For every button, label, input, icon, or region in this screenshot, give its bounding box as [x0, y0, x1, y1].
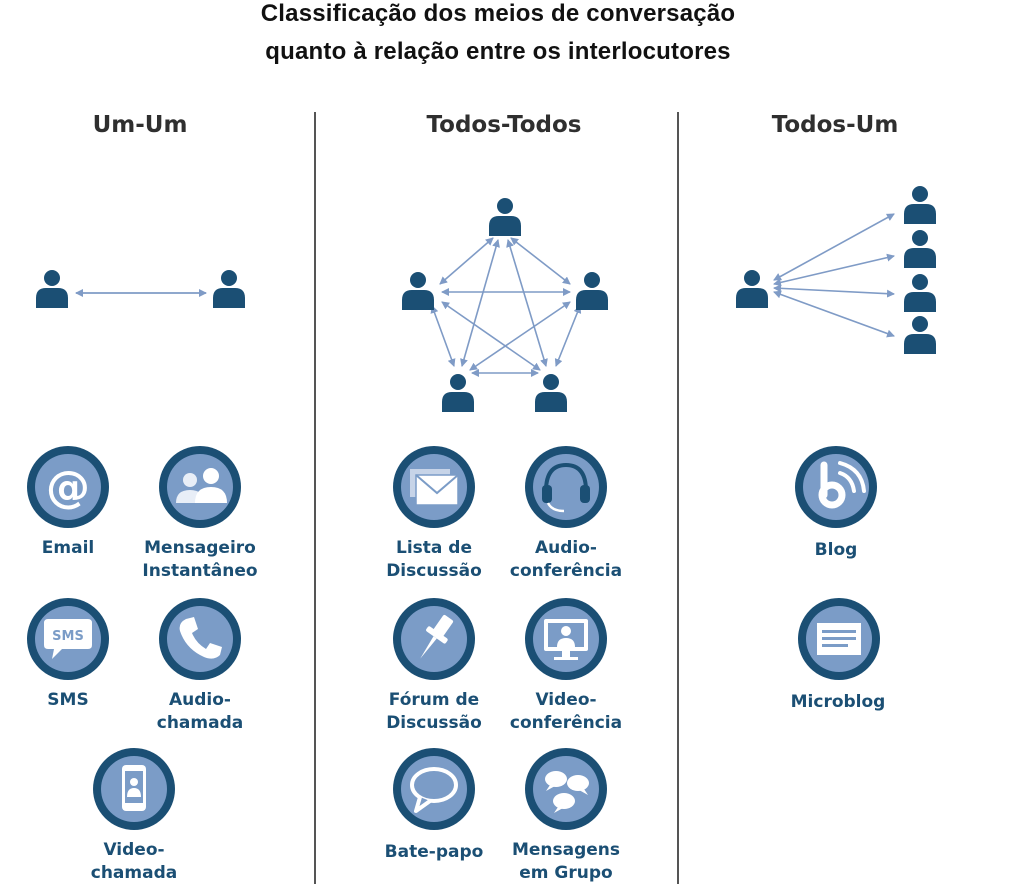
- users-icon: [156, 443, 244, 531]
- label-sms: SMS: [47, 690, 89, 710]
- at-sign-icon: @: [24, 443, 112, 531]
- envelope-icon: [390, 443, 478, 531]
- headset-icon: [522, 443, 610, 531]
- label-audio-conferencia: Audio- conferência: [509, 538, 623, 581]
- person-icon: [736, 270, 768, 308]
- person-icon: [904, 316, 936, 354]
- diagram-title-line-2: quanto à relação entre os interlocutores: [265, 38, 731, 65]
- label-video-chamada: Video- chamada: [90, 840, 178, 883]
- label-lista-de-discussao: Lista de Discussão: [386, 538, 482, 581]
- person-icon: [402, 272, 434, 310]
- person-icon: [904, 186, 936, 224]
- network-todos-um: [736, 186, 936, 354]
- smartphone-icon: [90, 745, 178, 833]
- person-icon: [576, 272, 608, 310]
- label-mensageiro-instantaneo: Mensageiro Instantâneo: [142, 538, 258, 581]
- phone-icon: [156, 595, 244, 683]
- svg-text:SMS: SMS: [52, 629, 84, 644]
- label-bate-papo: Bate-papo: [384, 842, 484, 862]
- label-video-conferencia: Video- conferência: [509, 690, 623, 733]
- chat-bubbles-icon: [522, 745, 610, 833]
- diagram-title-line-1: Classificação dos meios de conversação: [260, 0, 736, 27]
- heading-um-um: Um-Um: [92, 112, 188, 138]
- person-icon: [36, 270, 68, 308]
- person-icon: [213, 270, 245, 308]
- speech-bubble-icon: [390, 745, 478, 833]
- heading-todos-um: Todos-Um: [771, 112, 899, 138]
- pushpin-icon: [390, 595, 478, 683]
- person-icon: [535, 374, 567, 412]
- label-email: Email: [41, 538, 95, 558]
- person-icon: [489, 198, 521, 236]
- person-icon: [904, 274, 936, 312]
- microblog-icon: [795, 595, 883, 683]
- column-divider-2: [677, 112, 679, 884]
- sms-bubble-icon: SMS: [24, 595, 112, 683]
- person-icon: [904, 230, 936, 268]
- person-icon: [442, 374, 474, 412]
- heading-todos-todos: Todos-Todos: [426, 112, 582, 138]
- blog-icon: [792, 443, 880, 531]
- label-mensagens-em-grupo: Mensagens em Grupo: [511, 840, 621, 883]
- column-divider-1: [314, 112, 316, 884]
- network-um-um: [36, 270, 245, 308]
- network-todos-todos: [402, 198, 608, 412]
- label-microblog: Microblog: [790, 692, 886, 712]
- svg-text:@: @: [46, 462, 90, 513]
- label-forum-de-discussao: Fórum de Discussão: [386, 690, 482, 733]
- label-blog: Blog: [814, 540, 858, 560]
- label-audio-chamada: Audio- chamada: [156, 690, 244, 733]
- monitor-icon: [522, 595, 610, 683]
